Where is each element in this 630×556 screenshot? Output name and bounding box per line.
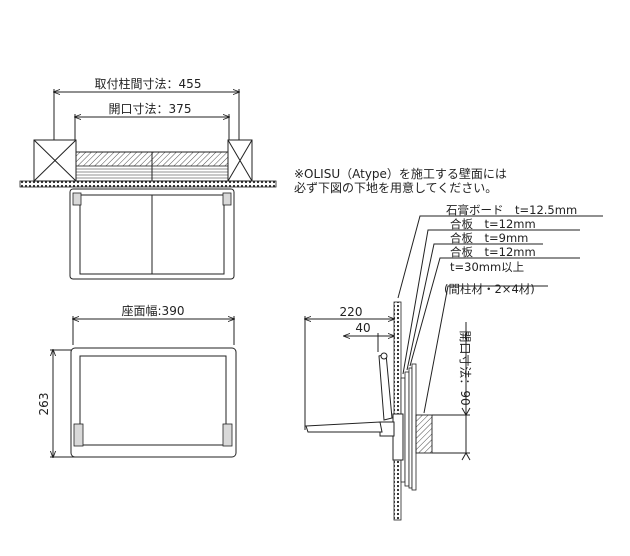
wall-surface (19, 180, 277, 188)
front-foot-left (73, 423, 84, 447)
opening-90-label: 開口寸法：90 (458, 330, 472, 405)
layer-label-6: (間柱材・2×4材) (444, 282, 535, 296)
seat-hinge-left (72, 192, 82, 206)
layer-label-5: t=30mm以上 (450, 260, 524, 274)
layer-label-2: 合板 t=12mm (450, 217, 536, 231)
leader-plywood-1 (402, 229, 580, 375)
note-line-1: ※OLISU（Atype）を施工する壁面には (294, 166, 507, 181)
section-wall (393, 301, 402, 521)
note-line-2: 必ず下図の下地を用意してください。 (294, 180, 497, 195)
leader-plywood-2 (406, 243, 543, 371)
top-view: 取付柱間寸法：455 開口寸法：375 (19, 76, 277, 280)
seat-hinge-right (222, 192, 232, 206)
leader-plywood-3 (409, 257, 580, 367)
dim-220-label: 220 (340, 305, 363, 319)
installation-note: ※OLISU（Atype）を施工する壁面には 必ず下図の下地を用意してください。 (294, 166, 507, 195)
outer-dimension-label: 取付柱間寸法：455 (95, 76, 202, 91)
leader-gypsum (397, 215, 603, 299)
folded-arm (378, 353, 393, 421)
layer-plywood-3 (411, 363, 417, 491)
section-view: 220 40 開口寸法：90 石 (305, 203, 603, 521)
hinge-block (379, 421, 395, 437)
front-view: 座面幅:390 263 (37, 303, 237, 457)
opening-dimension-label: 開口寸法：375 (109, 102, 192, 116)
layer-plywood-1 (404, 371, 410, 487)
mount-bracket (392, 413, 404, 461)
layer-label-3: 合板 t=9mm (450, 231, 528, 245)
front-seat-inner (79, 355, 227, 446)
leader-stud (423, 285, 548, 414)
height-dimension-label: 263 (37, 393, 51, 416)
dim-40-label: 40 (355, 321, 370, 335)
layer-plywood-2 (408, 367, 413, 489)
stud (415, 414, 433, 454)
layer-label-4: 合板 t=12mm (450, 245, 536, 259)
front-foot-right (222, 423, 233, 447)
layer-label-1: 石膏ボード t=12.5mm (446, 203, 577, 217)
width-dimension-label: 座面幅:390 (122, 303, 185, 318)
extended-arm (305, 421, 383, 433)
